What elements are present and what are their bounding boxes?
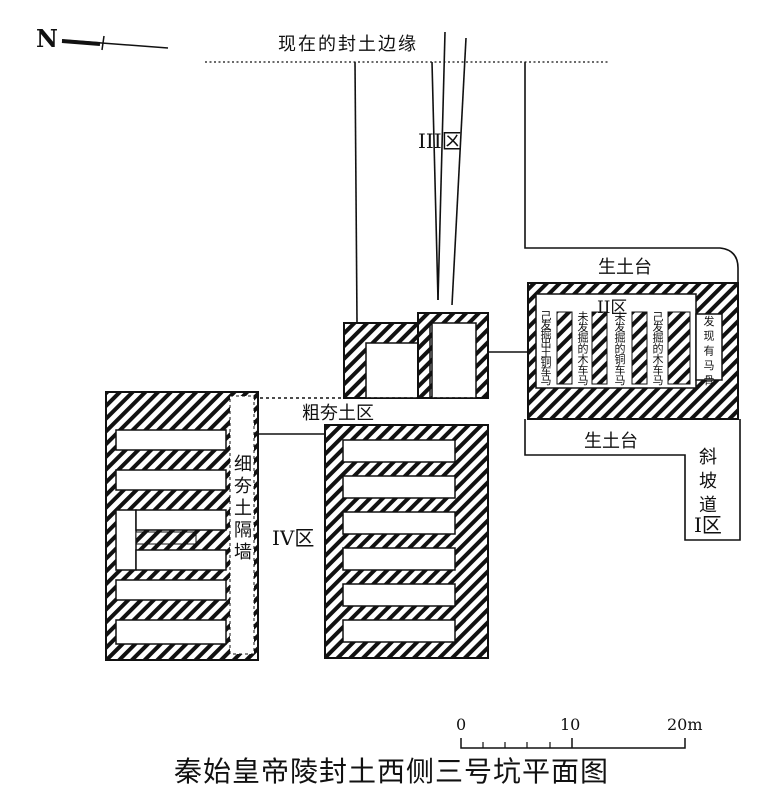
zone2-chamber-2-label-char: 木 <box>578 353 589 366</box>
scale-bar: 0 10 20m <box>456 715 703 749</box>
scale-label-20m: 20m <box>667 715 703 734</box>
zone2-chamber-2-label-char: 车 <box>578 362 589 376</box>
zone2-chamber-3-label-char: 马 <box>615 374 626 387</box>
zone2-chamber-1-label-char: 铜 <box>541 355 552 369</box>
zone2-chamber-5-label-char: 骨 <box>704 374 715 387</box>
zone2-chamber-3-label-char: 铜 <box>615 352 626 366</box>
fine-rammed-wall-label-char: 夯 <box>234 476 252 497</box>
coarse-rammed-earth-label: 粗夯土区 <box>302 403 374 424</box>
zone3-passage: III区 <box>354 31 467 323</box>
zone2-chamber-2-label-char: 掘 <box>578 331 589 345</box>
zone4-label: IV区 <box>272 526 314 550</box>
zone2-chamber-5-label-char: 现 <box>704 330 715 343</box>
zone2-chamber-1-label-char: 己 <box>541 309 552 322</box>
zone2-chamber-5-label-char: 发 <box>704 314 715 328</box>
zone2-chamber-4-label-char: 的 <box>653 341 664 355</box>
zone2-chamber-4-label-char: 车 <box>653 362 664 376</box>
zone2-chamber-3-label-char: 发 <box>615 320 626 334</box>
zone2-chamber-5-label-char: 马 <box>704 359 715 372</box>
zone2-chamber-4-label-char: 己 <box>653 311 664 324</box>
zone2-chamber-1-label-char: 掘 <box>541 327 552 341</box>
zone2-chamber-4-label-char: 木 <box>653 353 664 366</box>
zone2-chamber-3-label-char: 的 <box>615 341 626 355</box>
mound-edge: 现在的封土边缘 <box>205 34 610 63</box>
zone2-chamber-4-label-char: 马 <box>653 374 664 387</box>
fine-rammed-wall-label-char: 细 <box>234 454 252 475</box>
central-structure <box>343 312 489 399</box>
zone2-area: 生土台 II区 己发掘出土铜车马未发掘的木车马未发掘的铜车马己发掘的木车马发现有… <box>488 62 741 541</box>
zone2-chamber-2-label-char: 马 <box>578 374 589 387</box>
zone2-chamber-4-label-char: 发 <box>653 320 664 334</box>
ramp-label-char: 斜 <box>699 447 717 468</box>
scale-label-0: 0 <box>456 715 466 734</box>
fine-rammed-wall-label-char: 墙 <box>234 542 252 563</box>
zone2-chamber-2-label-char: 发 <box>578 320 589 334</box>
fine-rammed-wall-label-char: 隔 <box>234 520 252 541</box>
zone2-chamber-1-label-char: 土 <box>541 346 552 359</box>
zone4-right-block: IV区 <box>272 424 489 659</box>
zone3-label: III区 <box>418 129 462 153</box>
zone2-chamber-1-label-char: 出 <box>541 336 552 350</box>
zone2-chamber-1-label-char: 车 <box>541 364 552 378</box>
zone2-chamber-2-label-char: 未 <box>578 311 589 324</box>
figure-caption: 秦始皇帝陵封土西侧三号坑平面图 <box>173 755 609 788</box>
ramp-label-char: 坡 <box>699 471 717 492</box>
zone1-label: I区 <box>694 513 722 537</box>
north-label: N <box>36 24 58 53</box>
coarse-rammed-earth: 粗夯土区 <box>230 397 488 435</box>
zone2-chamber-3-label-char: 车 <box>615 362 626 376</box>
ramp-label-char: 道 <box>699 495 717 516</box>
zone2-chamber-5-label-char: 有 <box>704 343 715 357</box>
virgin-soil-platform-top: 生土台 <box>598 257 652 278</box>
mound-edge-label: 现在的封土边缘 <box>278 34 418 55</box>
scale-label-10: 10 <box>560 715 580 734</box>
ramp-label: 斜坡道 <box>699 447 717 516</box>
zone2-chamber-1-label-char: 发 <box>541 318 552 332</box>
zone2-chamber-4-label-char: 掘 <box>653 331 664 345</box>
zone2-chamber-2-label-char: 的 <box>578 341 589 355</box>
north-arrow: N <box>36 24 169 53</box>
zone2-label: II区 <box>597 298 627 318</box>
virgin-soil-platform-bottom: 生土台 <box>584 431 638 452</box>
zone2-chamber-1-label-char: 马 <box>541 374 552 387</box>
zone2-chamber-3-label-char: 未 <box>615 311 626 324</box>
fine-rammed-wall-label-char: 土 <box>234 498 252 519</box>
zone2-chamber-3-label-char: 掘 <box>615 331 626 345</box>
